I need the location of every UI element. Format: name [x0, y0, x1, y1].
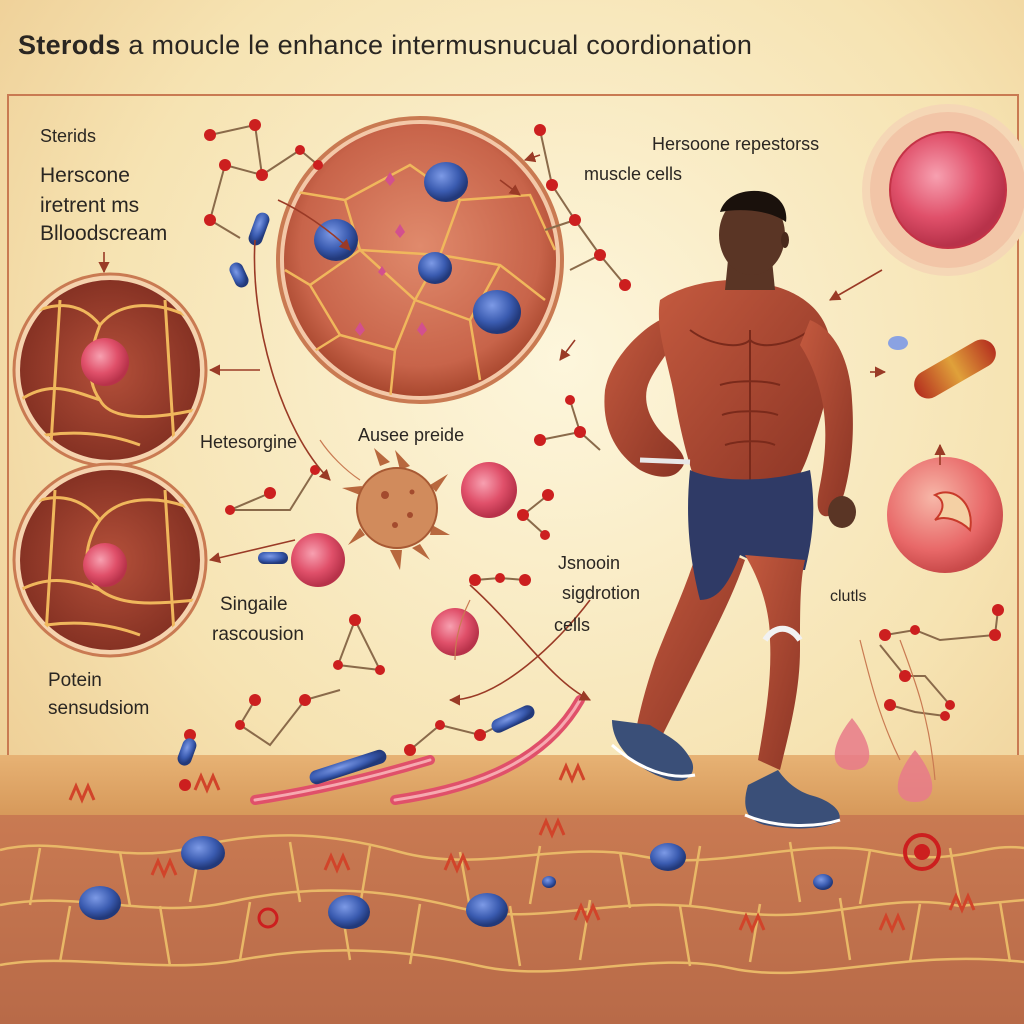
band-blue-cells [79, 833, 941, 929]
label-hetesorgine: Hetesorgine [200, 432, 298, 452]
molecule-blue-capsules [177, 212, 535, 785]
diagram-title: Sterods a moucle le enhance intermusnucu… [18, 30, 753, 60]
label-potein: Potein [48, 670, 102, 691]
spiky-cell [342, 448, 450, 570]
label-cells: cells [554, 615, 591, 635]
glowing-cell-right [862, 104, 1024, 276]
fibre-zigzags [68, 762, 976, 934]
label-hersoone-repestorss: Hersoone repestorss [652, 134, 820, 154]
label-rascousion: rascousion [212, 624, 304, 645]
label-muscle-cells: muscle cells [584, 164, 683, 184]
label-ausee-preide: Ausee preide [358, 425, 465, 445]
label-bllodscream: Blloodscream [40, 222, 168, 245]
label-sigdrotion: sigdrotion [562, 583, 641, 603]
label-sterids: Sterids [40, 126, 97, 146]
label-jsnooin: Jsnooin [558, 553, 621, 573]
ground-layer [0, 755, 1024, 1024]
tissue-disc-center [276, 116, 564, 404]
label-iretrent: iretrent ms [40, 194, 140, 217]
decorative-connector-lines [319, 439, 936, 781]
capsule [888, 336, 996, 399]
label-singaile: Singaile [220, 594, 288, 615]
label-herscone: Herscone [40, 164, 130, 187]
athlete-figure [604, 190, 856, 829]
pink-sphere-right [887, 457, 1003, 573]
fibre-strands [250, 695, 585, 805]
tissue-circle-left-top [12, 272, 208, 468]
process-arrows [98, 151, 946, 706]
tissue-circle-left-bottom [12, 462, 208, 658]
label-sensudsiom: sensudsiom [48, 698, 150, 719]
droplets [834, 718, 933, 802]
molecule-atoms-red [179, 119, 1004, 791]
floating-pink-cells [291, 462, 517, 656]
label-clutls: clutls [830, 588, 867, 605]
